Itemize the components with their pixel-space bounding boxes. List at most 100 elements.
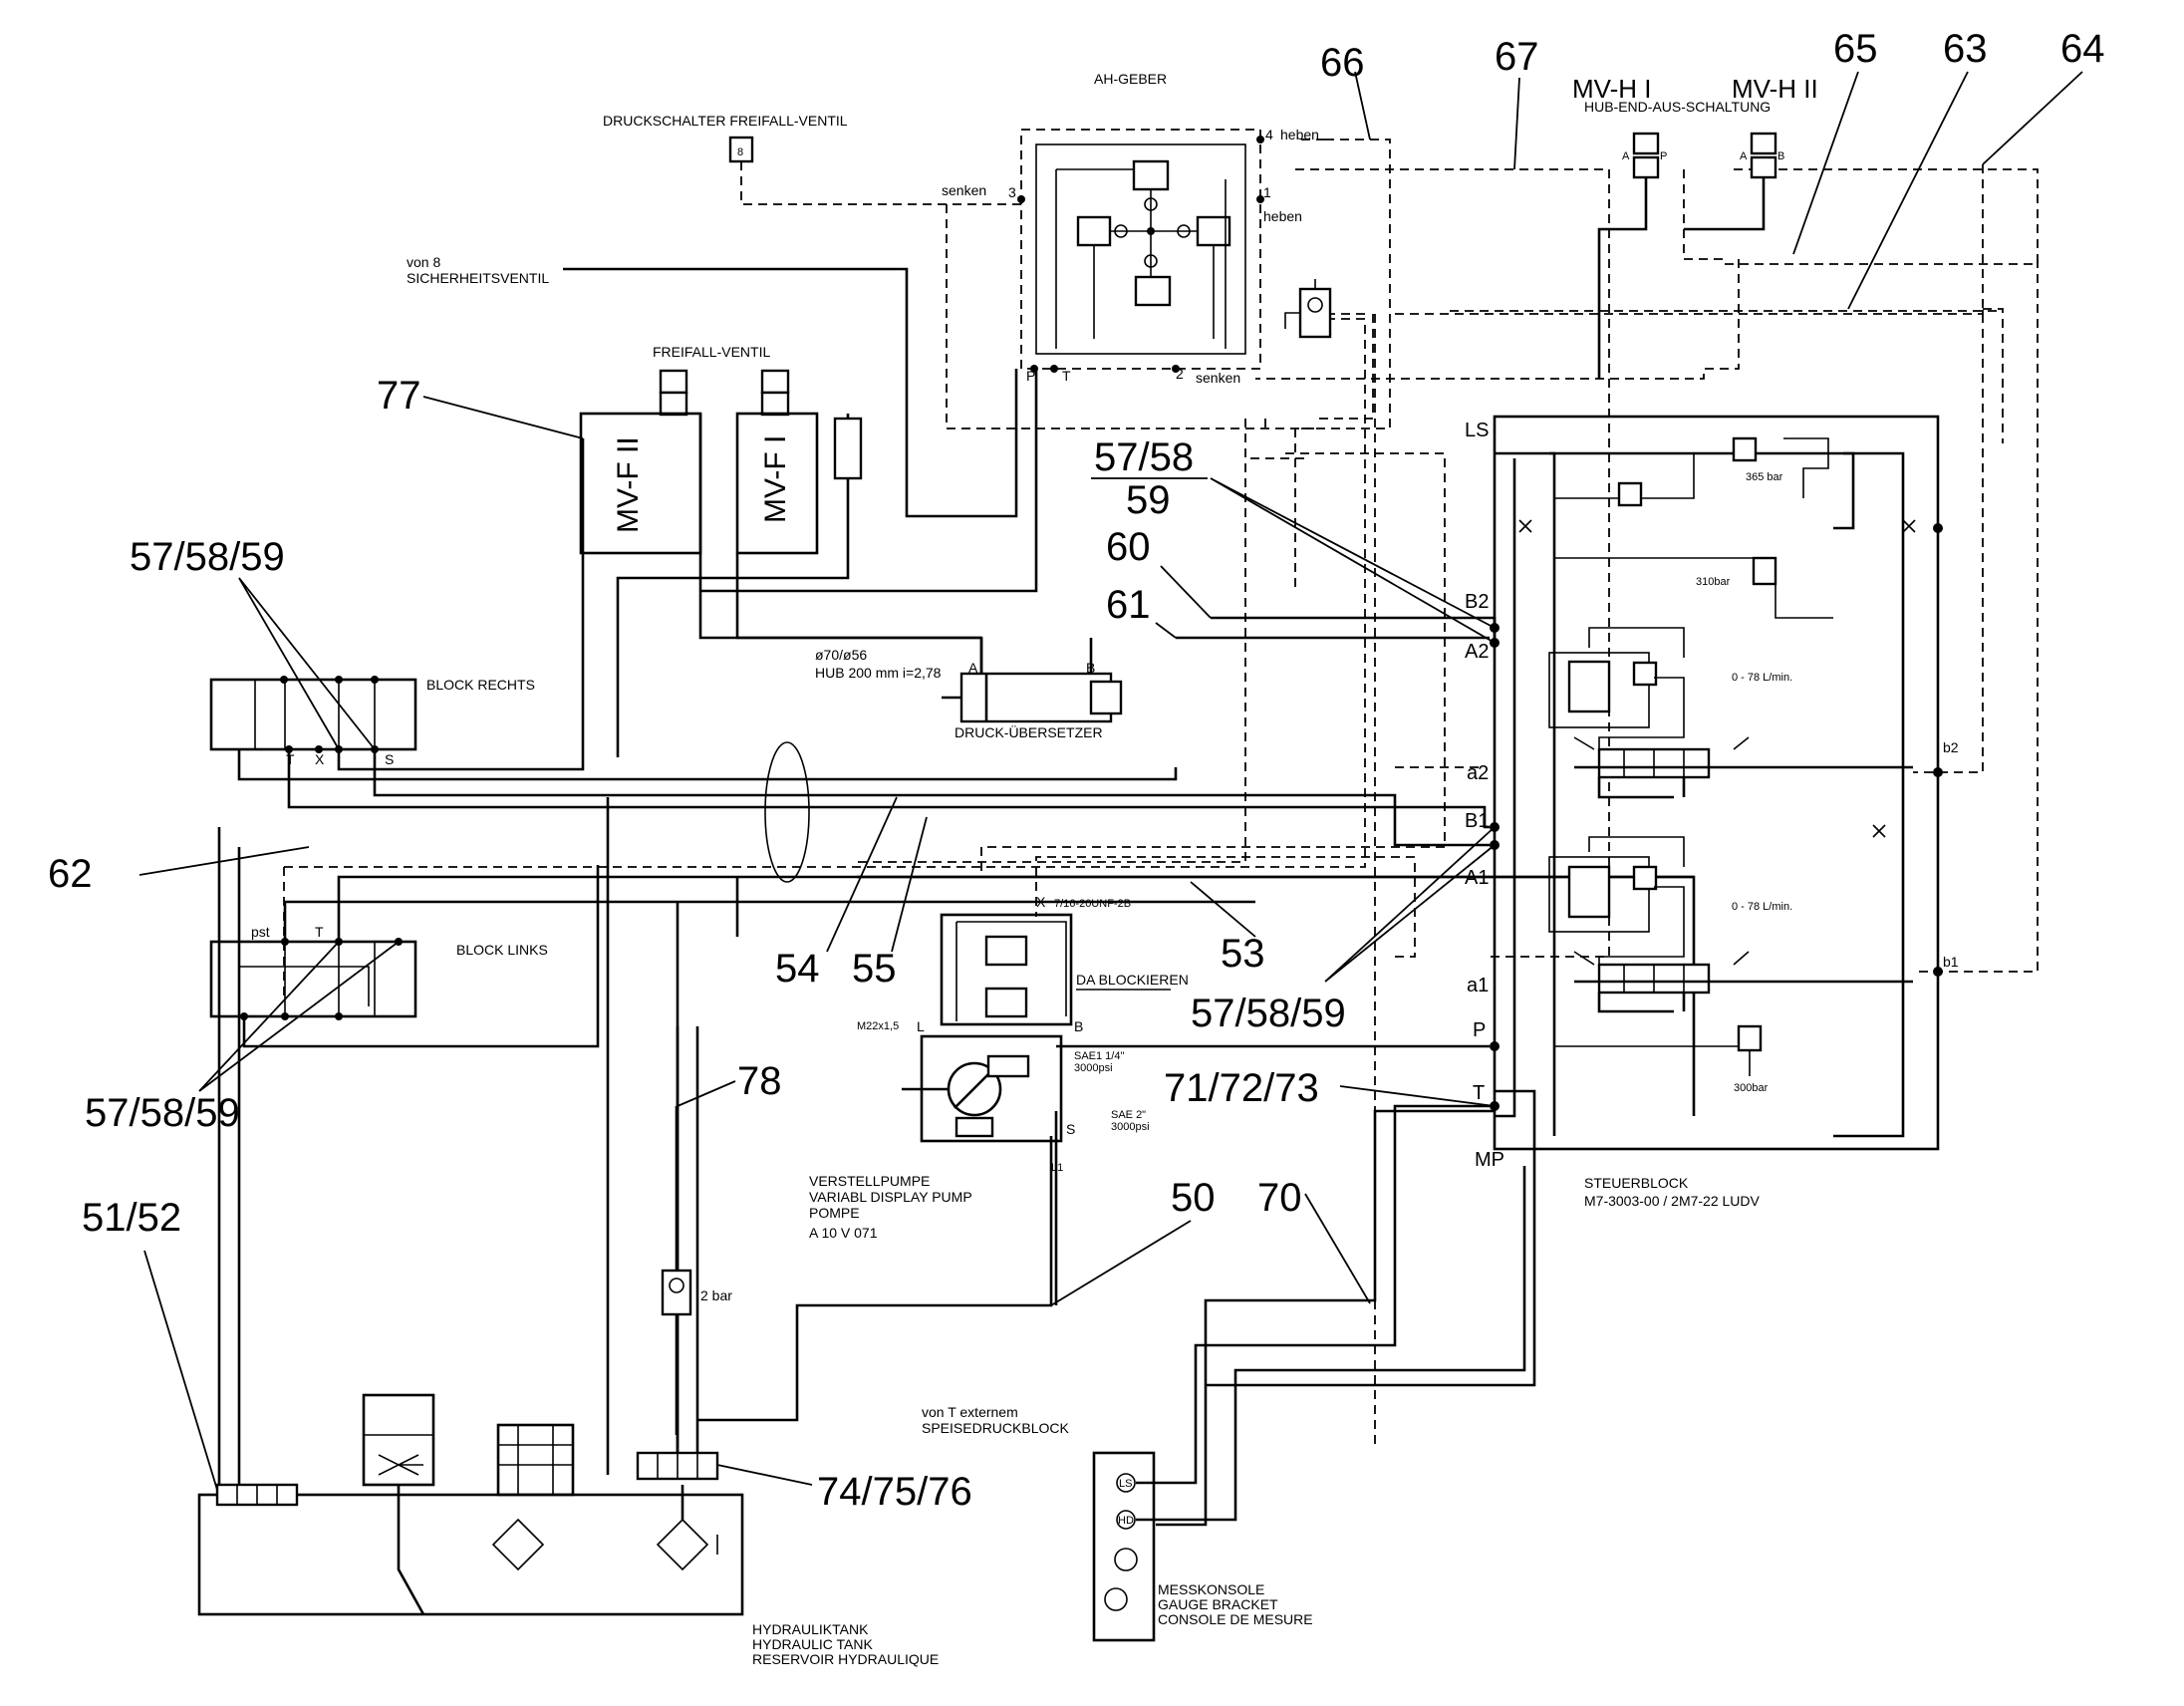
port-P: P xyxy=(1473,1019,1486,1041)
mv-h-valves: MV-H I MV-H II HUB-END-AUS-SCHALTUNG A P… xyxy=(1572,74,1818,379)
two-bar-label: 2 bar xyxy=(700,1287,732,1303)
callout-66: 66 xyxy=(1320,41,1365,85)
mvh1-port-A: A xyxy=(1622,150,1630,162)
port-LS: LS xyxy=(1465,420,1489,441)
shuttle-valve xyxy=(1284,279,1332,339)
pump-line1: VERSTELLPUMPE xyxy=(809,1173,930,1189)
port-B1: B1 xyxy=(1465,810,1489,832)
callout-50: 50 xyxy=(1171,1176,1216,1220)
pump-thread: 7/16-20UNF-2B xyxy=(1054,898,1131,910)
callout-77: 77 xyxy=(377,374,421,418)
callout-55: 55 xyxy=(852,947,897,991)
callout-54: 54 xyxy=(775,947,820,991)
ah-port-3: 3 xyxy=(1008,184,1016,200)
bl-port-T: T xyxy=(315,924,324,940)
steuerblock-label: STEUERBLOCK xyxy=(1584,1175,1689,1191)
callout-71-72-73: 71/72/73 xyxy=(1164,1066,1319,1110)
pump-m22: M22x1,5 xyxy=(857,1020,899,1032)
pump-sae2: SAE 2" xyxy=(1111,1109,1146,1121)
mvh2-label: MV-H II xyxy=(1732,74,1818,104)
port-T: T xyxy=(1473,1082,1485,1104)
callout-65: 65 xyxy=(1833,27,1878,71)
ah-geber-title: AH-GEBER xyxy=(1094,71,1167,87)
druck-uebersetzer: ø70/ø56 HUB 200 mm i=2,78 A B DRUCK-ÜBER… xyxy=(735,553,1123,740)
von8-line2: SICHERHEITSVENTIL xyxy=(407,270,549,286)
ah-heben-right: heben xyxy=(1263,208,1302,224)
callout-57-58-59-mid: 57/58/59 xyxy=(1191,992,1346,1035)
br-port-S: S xyxy=(385,751,394,767)
callout-53: 53 xyxy=(1221,932,1265,976)
pump-port-B: B xyxy=(1074,1018,1083,1034)
pipework xyxy=(217,139,2039,1527)
pump-psi-b: 3000psi xyxy=(1111,1121,1150,1133)
tank-line2: HYDRAULIC TANK xyxy=(752,1636,874,1652)
freifall-label: FREIFALL-VENTIL xyxy=(653,344,770,360)
mess-line1: MESSKONSOLE xyxy=(1158,1581,1264,1597)
verstellpumpe: X 7/16-20UNF-2B DA BLOCKIEREN M22x1,5 L … xyxy=(809,894,1189,1241)
druckschalter-number: 8 xyxy=(737,146,743,158)
flow-upper: 0 - 78 L/min. xyxy=(1732,672,1792,684)
port-MP: MP xyxy=(1475,1149,1504,1171)
ah-geber: AH-GEBER 4 heben 1 heben senken 3 2 senk… xyxy=(942,71,1319,386)
pump-port-X: X xyxy=(1036,894,1046,910)
callout-78: 78 xyxy=(737,1059,782,1103)
pump-line4: A 10 V 071 xyxy=(809,1225,878,1241)
callout-67: 67 xyxy=(1495,35,1539,79)
port-B2: B2 xyxy=(1465,591,1489,613)
port-a1: a1 xyxy=(1467,975,1489,996)
mvf1-label: MV-F I xyxy=(759,435,792,523)
callout-63: 63 xyxy=(1943,27,1988,71)
mess-ls: LS xyxy=(1119,1478,1132,1490)
block-rechts: BLOCK RECHTS T X S xyxy=(209,676,535,767)
callouts: 66 67 65 63 64 77 57/58/59 57/58 59 60 6… xyxy=(48,27,2105,1514)
callout-57-58-frac: 57/58 xyxy=(1094,435,1194,479)
mess-hd: HD xyxy=(1118,1515,1134,1527)
messkonsole: LS HD MESSKONSOLE GAUGE BRACKET CONSOLE … xyxy=(1092,1104,1526,1642)
mvh2-port-B: B xyxy=(1777,150,1784,162)
check-valve-2bar: 2 bar von T externem SPEISEDRUCKBLOCK xyxy=(661,1106,1069,1436)
port-b2: b2 xyxy=(1943,739,1959,755)
hub-end-label: HUB-END-AUS-SCHALTUNG xyxy=(1584,99,1771,115)
callout-59-frac: 59 xyxy=(1126,478,1171,522)
cyl-diameter: ø70/ø56 xyxy=(815,647,867,663)
callout-64: 64 xyxy=(2060,27,2105,71)
freifall-valves: FREIFALL-VENTIL MV-F II MV-F I xyxy=(579,344,1038,757)
ah-senken-left: senken xyxy=(942,182,986,198)
mess-line2: GAUGE BRACKET xyxy=(1158,1596,1278,1612)
pump-psi-a: 3000psi xyxy=(1074,1062,1113,1074)
callout-74-75-76: 74/75/76 xyxy=(817,1470,972,1514)
pump-line2: VARIABL DISPLAY PUMP xyxy=(809,1189,972,1205)
mvh2-port-A: A xyxy=(1740,150,1748,162)
ah-senken-bottom: senken xyxy=(1196,370,1240,386)
mvh1-port-P: P xyxy=(1660,150,1667,162)
relief-300: 300bar xyxy=(1734,1082,1769,1094)
callout-51-52: 51/52 xyxy=(82,1196,181,1240)
br-port-T: T xyxy=(286,751,295,767)
ah-port-4: 4 xyxy=(1265,127,1273,142)
block-links-label: BLOCK LINKS xyxy=(456,942,548,958)
port-b1: b1 xyxy=(1943,954,1959,970)
ah-heben-top: heben xyxy=(1280,127,1319,142)
da-blockieren: DA BLOCKIEREN xyxy=(1076,972,1189,988)
block-links: BLOCK LINKS pst T xyxy=(209,924,548,1020)
mvf2-label: MV-F II xyxy=(612,436,645,533)
br-port-X: X xyxy=(315,751,325,767)
ah-port-1: 1 xyxy=(1263,184,1271,200)
bl-port-pst: pst xyxy=(251,924,270,940)
vont-line1: von T externem xyxy=(922,1404,1018,1420)
tank-line1: HYDRAULIKTANK xyxy=(752,1621,869,1637)
cyl-hub: HUB 200 mm i=2,78 xyxy=(815,665,942,681)
cyl-port-A: A xyxy=(968,660,978,676)
ah-port-2: 2 xyxy=(1176,366,1184,382)
steuerblock: 365 bar 310bar 0 - 78 L/min. 0 - 78 L/mi… xyxy=(1465,415,1959,1209)
ah-port-T: T xyxy=(1062,368,1071,384)
pump-port-L1: L1 xyxy=(1051,1162,1063,1174)
port-A1: A1 xyxy=(1465,867,1489,889)
mvh1-label: MV-H I xyxy=(1572,74,1651,104)
callout-57-58-59-top: 57/58/59 xyxy=(130,535,285,579)
relief-310: 310bar xyxy=(1696,576,1731,588)
mess-line3: CONSOLE DE MESURE xyxy=(1158,1611,1313,1627)
druck-ub-label: DRUCK-ÜBERSETZER xyxy=(955,723,1103,740)
relief-365: 365 bar xyxy=(1746,471,1783,483)
pump-sae1: SAE1 1/4" xyxy=(1074,1050,1124,1062)
